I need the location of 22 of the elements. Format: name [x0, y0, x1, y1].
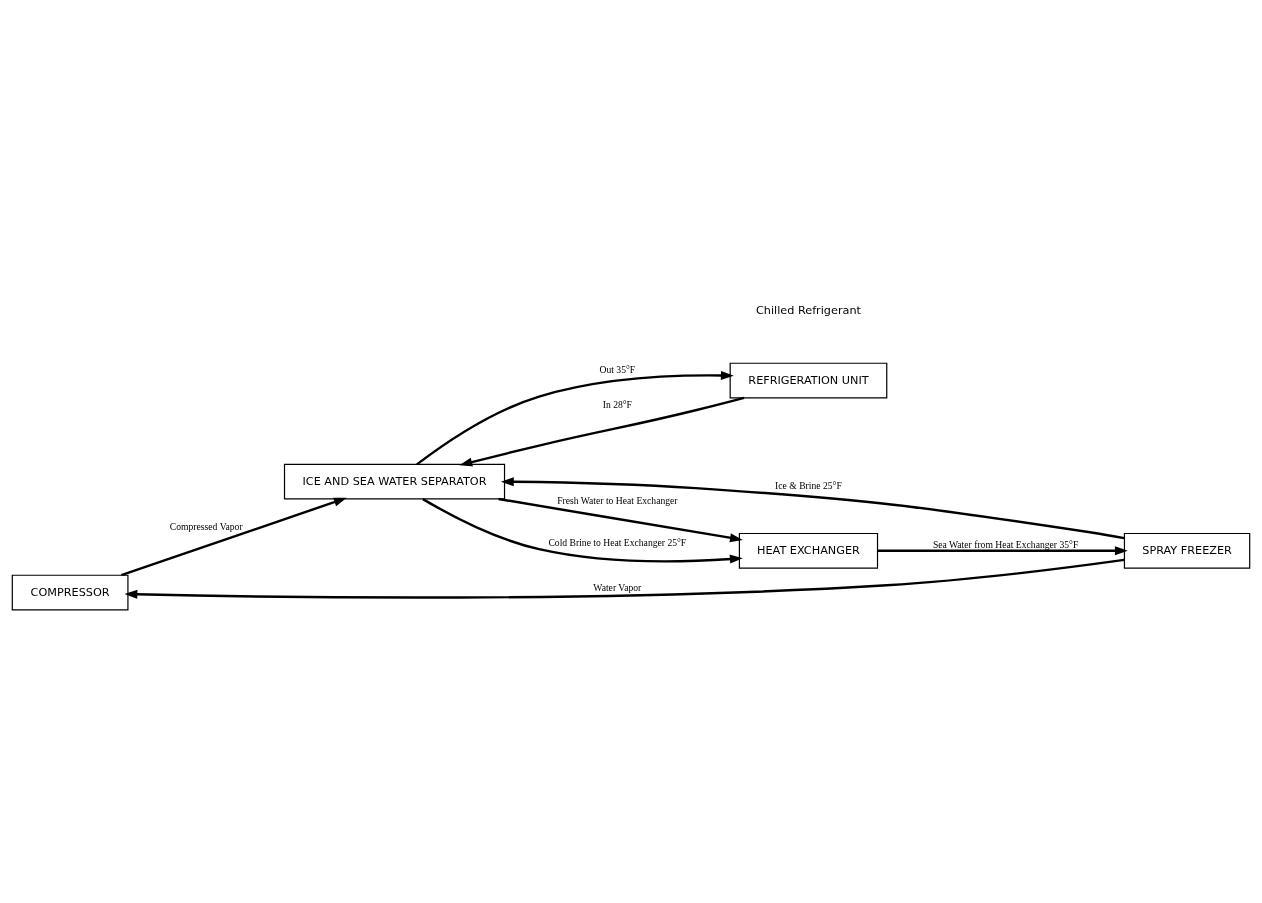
arrow [498, 497, 743, 542]
edge-label: Ice & Brine 25°F [775, 479, 842, 491]
node-box: SPRAY FREEZER [1123, 532, 1251, 569]
arrow [120, 497, 347, 576]
arrow [124, 558, 1125, 599]
node-box: COMPRESSOR [11, 574, 129, 610]
node-box: REFRIGERATION UNIT [729, 362, 888, 398]
edge-label: Compressed Vapor [169, 520, 243, 532]
arrow [459, 396, 745, 466]
arrow [422, 497, 743, 564]
edge-label: Sea Water from Heat Exchanger 35°F [932, 538, 1079, 550]
edge-label: Water Vapor [593, 581, 642, 593]
node-box: ICE AND SEA WATER SEPARATOR [283, 463, 506, 500]
edge-label: Out 35°F [599, 363, 636, 375]
node-box: HEAT EXCHANGER [738, 532, 879, 569]
arrow [416, 370, 734, 465]
label: Chilled Refrigerant [756, 303, 861, 317]
edge-label: Cold Brine to Heat Exchanger 25°F [548, 536, 687, 548]
edge-label: Fresh Water to Heat Exchanger [557, 494, 678, 506]
arrow [877, 545, 1128, 555]
arrow [500, 476, 1125, 539]
edge-label: In 28°F [602, 398, 632, 410]
